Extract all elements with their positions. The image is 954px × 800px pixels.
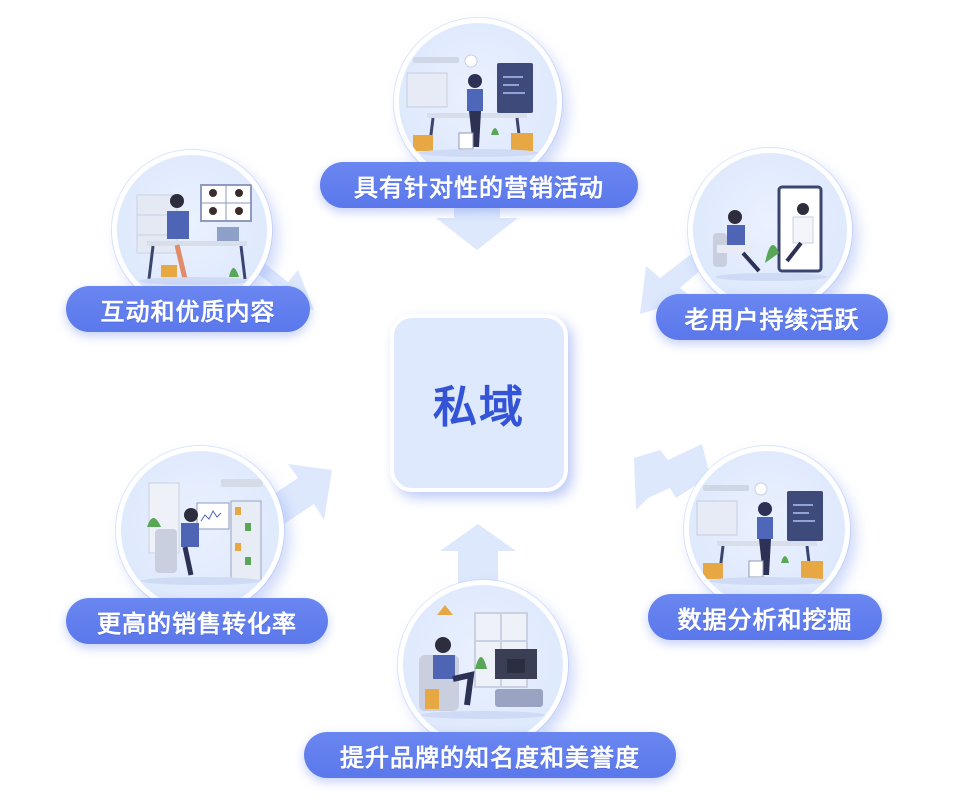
arrow-up-left-icon — [634, 444, 710, 510]
illustration-circle — [688, 148, 852, 312]
illustration-circle — [398, 580, 568, 750]
office-illustration-icon — [406, 54, 539, 157]
illustration-circle — [112, 150, 272, 310]
label-pill-bottom: 提升品牌的知名度和美誉度 — [304, 732, 676, 778]
label-pill-top-right: 老用户持续活跃 — [656, 294, 888, 340]
label-pill-bottom-right: 数据分析和挖掘 — [648, 594, 882, 640]
label-pill-bottom-left: 更高的销售转化率 — [66, 598, 328, 644]
illustration-circle — [684, 446, 850, 612]
arrow-up-right-icon — [268, 464, 332, 524]
center-title: 私域 — [433, 382, 525, 433]
server-dashboard-illustration-icon — [141, 479, 263, 585]
illustration-circle — [394, 18, 562, 186]
illustration-circle — [116, 446, 284, 614]
label-pill-top-left: 互动和优质内容 — [66, 286, 310, 332]
office-illustration-icon — [696, 482, 829, 585]
arrow-up-icon — [440, 524, 516, 584]
video-call-illustration-icon — [136, 184, 252, 285]
phone-consultation-illustration-icon — [713, 185, 827, 281]
living-room-tv-illustration-icon — [419, 605, 545, 719]
arrow-down-left-icon — [640, 252, 710, 314]
label-pill-top: 具有针对性的营销活动 — [320, 162, 638, 208]
center-box: 私域 — [390, 314, 568, 492]
